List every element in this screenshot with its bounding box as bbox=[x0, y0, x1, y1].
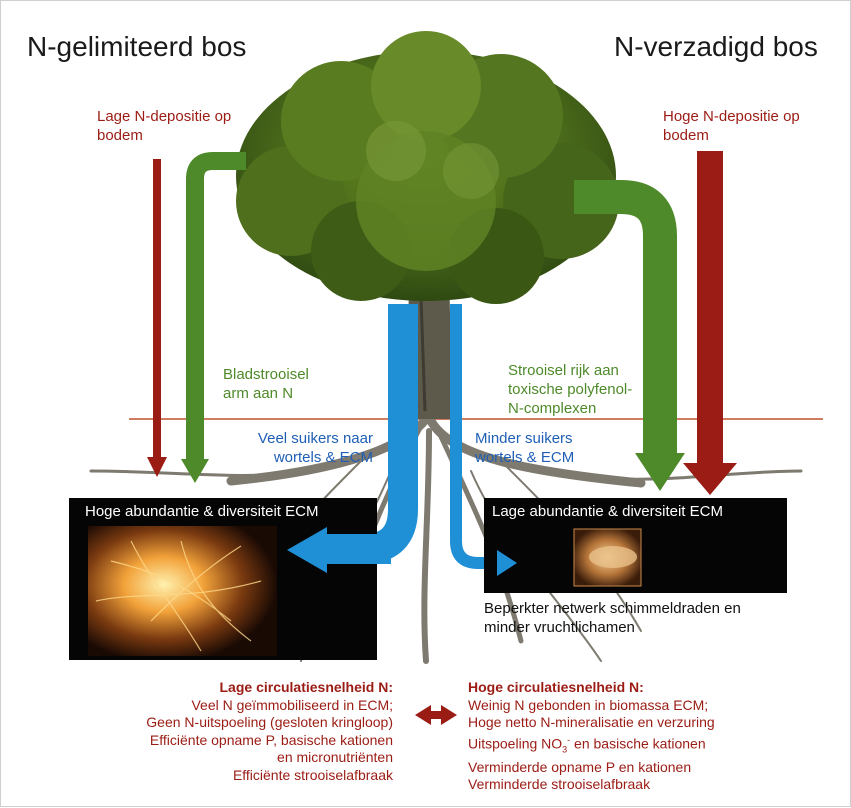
low-deposition-arrow bbox=[147, 159, 167, 477]
tree-canopy bbox=[236, 31, 619, 304]
left-summary: Lage circulatiesnelheid N: Veel N geïmmo… bbox=[61, 679, 393, 785]
left-panel-title: Hoge abundantie & diversiteit ECM bbox=[85, 503, 318, 520]
left-deposition-label: Lage N-depositie op bodem bbox=[97, 107, 231, 145]
right-litter-label: Strooisel rijk aan toxische polyfenol- N… bbox=[508, 361, 632, 418]
left-title: N-gelimiteerd bos bbox=[27, 31, 246, 63]
right-deposition-label: Hoge N-depositie op bodem bbox=[663, 107, 800, 145]
no3-line: Uitspoeling NO3- en basische kationen bbox=[468, 732, 808, 759]
right-panel-note: Beperkter netwerk schimmeldraden en mind… bbox=[484, 599, 741, 637]
right-sugars-label: Minder suikers wortels & ECM bbox=[475, 429, 574, 467]
double-arrow bbox=[415, 705, 457, 725]
left-sugars-label: Veel suikers naar wortels & ECM bbox=[237, 429, 373, 467]
right-panel-title: Lage abundantie & diversiteit ECM bbox=[492, 503, 723, 520]
left-ecm-panel bbox=[69, 498, 377, 660]
high-deposition-arrow bbox=[683, 151, 737, 495]
left-litter-label: Bladstrooisel arm aan N bbox=[223, 365, 309, 403]
right-summary: Hoge circulatiesnelheid N: Weinig N gebo… bbox=[468, 679, 808, 794]
right-title: N-verzadigd bos bbox=[614, 31, 818, 63]
